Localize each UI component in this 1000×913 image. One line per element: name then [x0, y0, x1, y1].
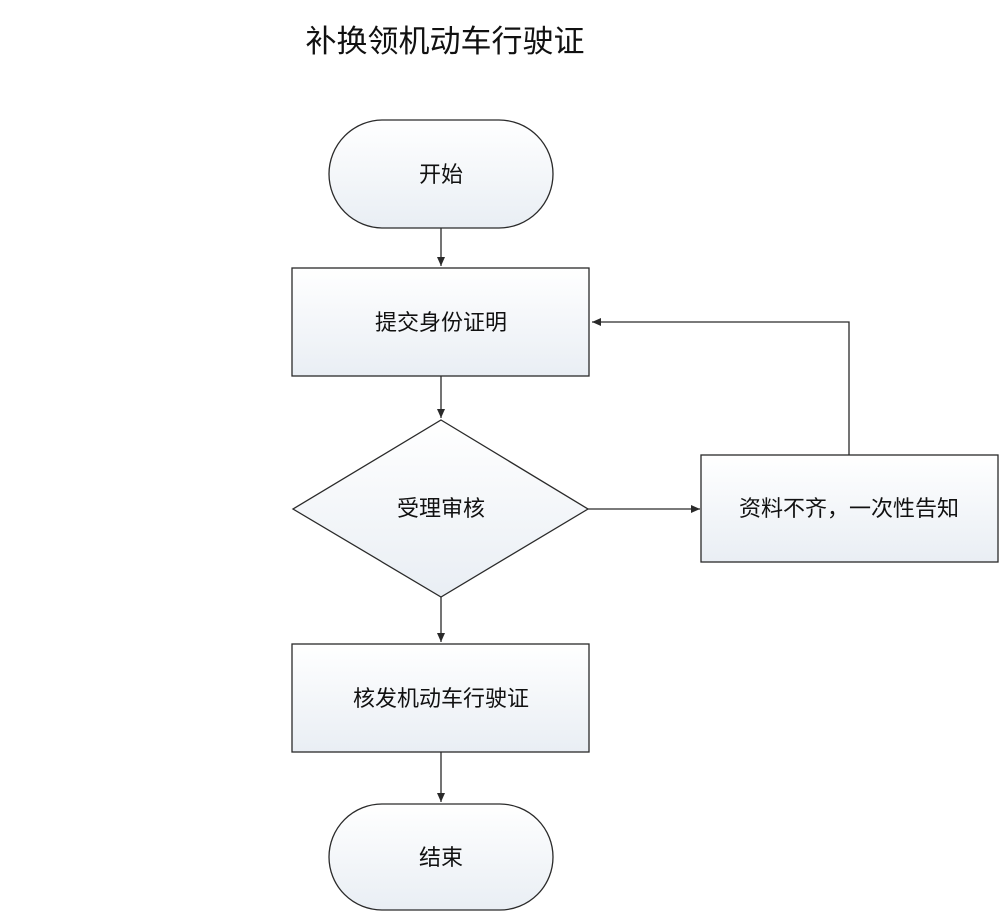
incomplete-node-shape — [700, 454, 999, 563]
start-node-label: 开始 — [419, 163, 463, 188]
review-node: 受理审核 — [291, 419, 590, 598]
end-node: 结束 — [328, 803, 554, 911]
start-node: 开始 — [328, 119, 554, 229]
review-node-label: 受理审核 — [397, 497, 485, 522]
submit-node-shape — [291, 267, 590, 377]
diagram-title: 补换领机动车行驶证 — [306, 24, 585, 60]
issue-node-shape — [291, 643, 590, 753]
end-node-shape — [328, 803, 554, 911]
start-node-shape — [328, 119, 554, 229]
issue-node: 核发机动车行驶证 — [291, 643, 590, 753]
incomplete-node: 资料不齐，一次性告知 — [700, 454, 999, 563]
review-node-shape — [291, 419, 590, 598]
submit-node: 提交身份证明 — [291, 267, 590, 377]
edge-incomplete-to-submit — [592, 318, 850, 455]
incomplete-node-label: 资料不齐，一次性告知 — [739, 497, 959, 522]
end-node-label: 结束 — [419, 846, 463, 871]
submit-node-label: 提交身份证明 — [375, 311, 507, 336]
issue-node-label: 核发机动车行驶证 — [353, 687, 529, 712]
